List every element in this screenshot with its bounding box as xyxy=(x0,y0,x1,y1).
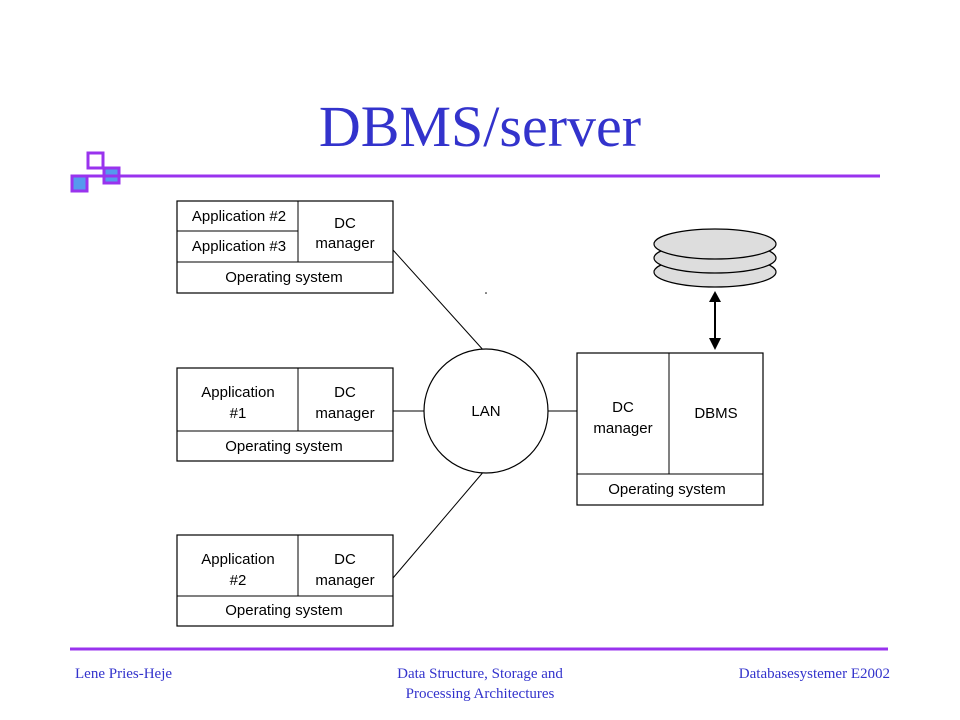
client-top: Application #2 Application #3 DC manager… xyxy=(176,200,394,294)
footer-course-title: Data Structure, Storage and Processing A… xyxy=(330,664,630,704)
stray-dot xyxy=(485,292,487,294)
footer-course-code: Databasesystemer E2002 xyxy=(738,666,890,682)
server-os: Operating system xyxy=(608,481,726,498)
client-middle-dc-line1: DC xyxy=(334,384,356,401)
client-middle: Application #1 DC manager Operating syst… xyxy=(176,367,394,462)
footer-course-line1: Data Structure, Storage and xyxy=(397,666,563,682)
server-dbms: DBMS xyxy=(694,405,737,422)
client-bottom-dc-line1: DC xyxy=(334,551,356,568)
client-middle-frame xyxy=(176,367,394,462)
client-top-dc-line2: manager xyxy=(315,235,374,252)
client-bottom-os: Operating system xyxy=(225,602,343,619)
server-frame xyxy=(576,352,764,506)
lan-label: LAN xyxy=(471,403,500,420)
client-top-app-b: Application #3 xyxy=(192,238,286,255)
client-bottom-frame xyxy=(176,534,394,627)
slide-title: DBMS/server xyxy=(318,94,642,159)
database-disk-stack-icon xyxy=(653,228,777,288)
client-middle-os: Operating system xyxy=(225,438,343,455)
client-middle-app-line2: #1 xyxy=(230,405,247,422)
client-top-os: Operating system xyxy=(225,269,343,286)
client-bottom: Application #2 DC manager Operating syst… xyxy=(176,534,394,627)
client-bottom-app-line2: #2 xyxy=(230,572,247,589)
deco-square-top xyxy=(86,151,105,170)
server: DC manager DBMS Operating system xyxy=(576,352,764,506)
footer-course-line2: Processing Architectures xyxy=(405,686,555,702)
lan-node: LAN xyxy=(423,348,549,474)
client-top-frame xyxy=(176,200,394,294)
client-top-app-a: Application #2 xyxy=(192,208,286,225)
client-bottom-dc-line2: manager xyxy=(315,572,374,589)
deco-square-left xyxy=(70,174,89,193)
server-dc-line1: DC xyxy=(612,399,634,416)
client-middle-dc-line2: manager xyxy=(315,405,374,422)
footer-author: Lene Pries-Heje xyxy=(75,666,173,682)
link-top-client xyxy=(392,249,486,353)
client-top-dc-line1: DC xyxy=(334,215,356,232)
client-middle-app-line1: Application xyxy=(201,384,274,401)
client-bottom-app-line1: Application xyxy=(201,551,274,568)
lan-circle xyxy=(423,348,549,474)
server-dc-line2: manager xyxy=(593,420,652,437)
link-bottom-client xyxy=(392,469,486,579)
db-link-arrow xyxy=(709,291,721,350)
